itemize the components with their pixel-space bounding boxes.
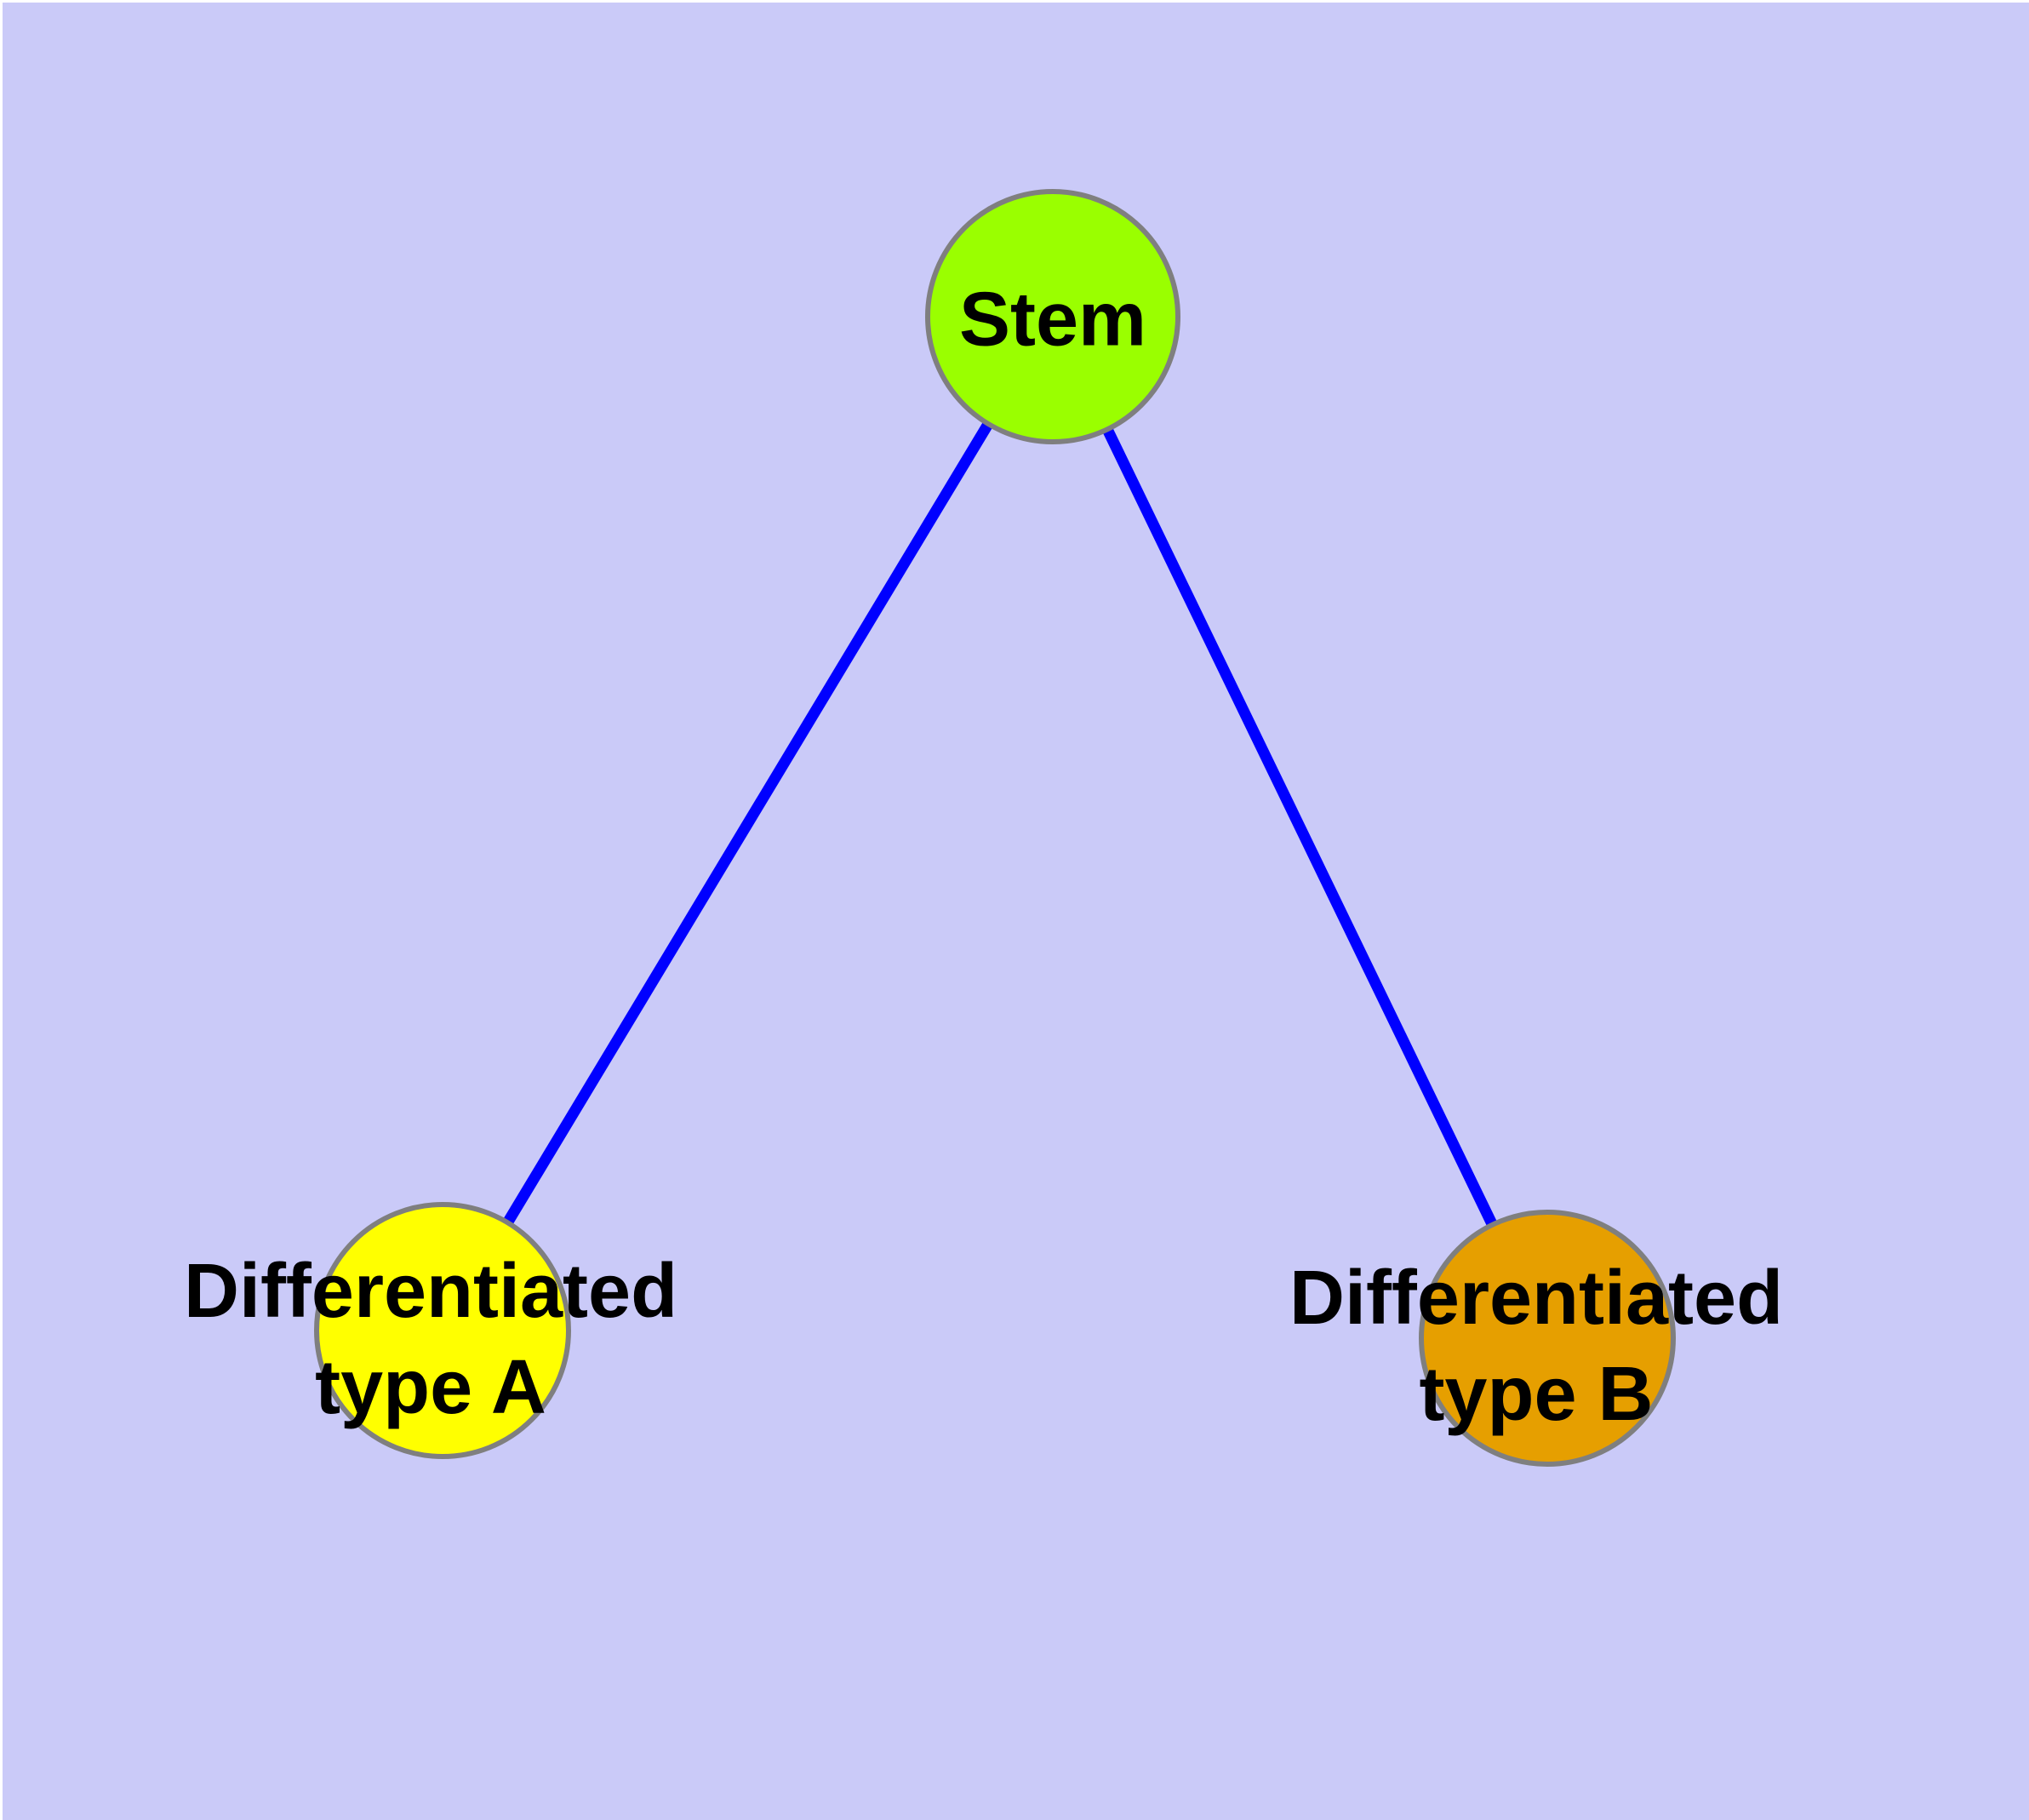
node-circle-differentiated-type-a[interactable]	[314, 1202, 571, 1459]
node-circle-stem[interactable]	[925, 189, 1180, 444]
graph-canvas: Stem Differentiated type A Differentiate…	[3, 3, 2029, 1820]
node-circle-differentiated-type-b[interactable]	[1419, 1210, 1676, 1467]
edges-layer	[437, 313, 1552, 1341]
edge-stem-to-type-b	[1048, 314, 1552, 1341]
edge-stem-to-type-a	[437, 313, 1058, 1334]
